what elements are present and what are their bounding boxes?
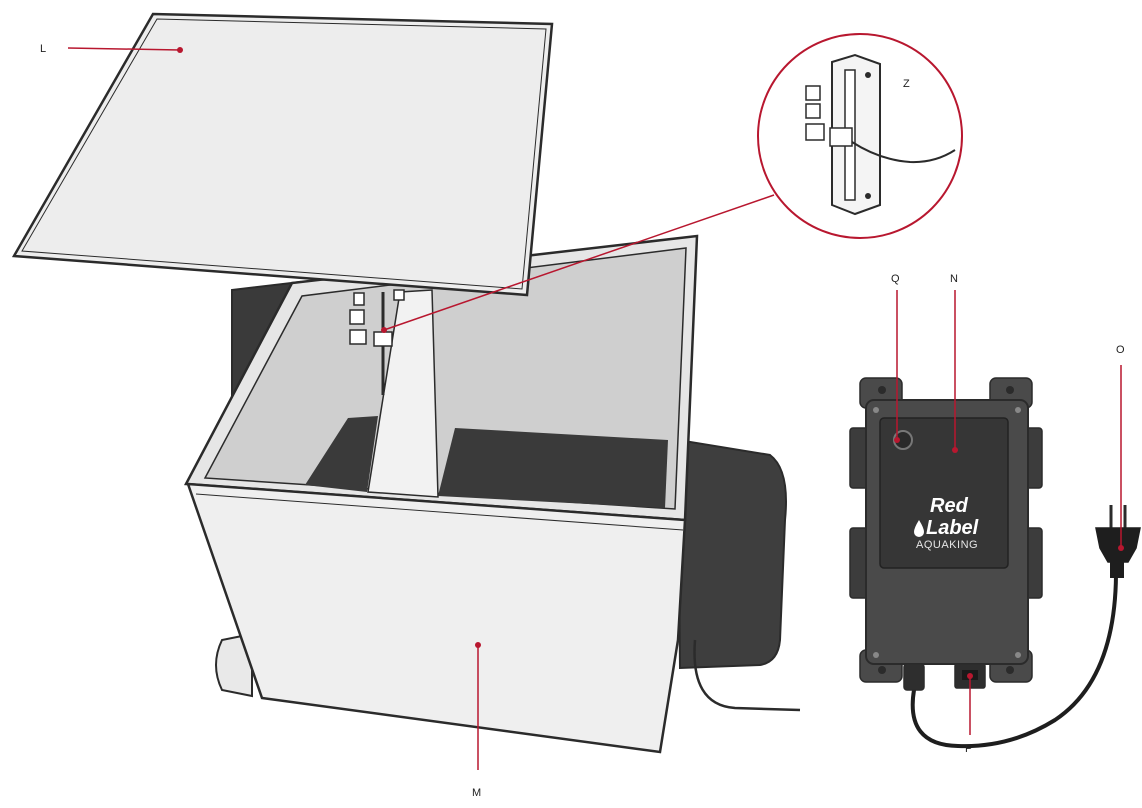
tank-floor-right — [438, 428, 668, 508]
float-switch — [349, 289, 405, 395]
tank-floor-left — [305, 416, 378, 492]
float-switch-detail — [757, 33, 963, 239]
label-detail: Z — [903, 78, 910, 90]
tank-front-face — [186, 482, 687, 754]
label-plug: O — [1116, 344, 1125, 356]
tank-drain-pipe — [215, 632, 253, 698]
lid-inner-edge — [21, 18, 547, 290]
controller-cable — [910, 574, 1118, 749]
tank-lid — [11, 12, 554, 297]
power-plug — [1095, 505, 1141, 578]
filter-tank — [184, 234, 801, 754]
water-drop-icon — [914, 520, 924, 537]
tank-side-housing — [676, 438, 787, 670]
brand-line-3: AQUAKING — [916, 539, 978, 551]
tank-cable — [693, 639, 801, 712]
detail-bracket — [831, 53, 881, 216]
lid-panel — [11, 12, 554, 297]
brand-line-2: Label — [926, 517, 979, 539]
controller-unit: Red Label AQUAKING — [849, 377, 1118, 749]
label-tank: M — [472, 787, 481, 799]
controller-panel — [879, 417, 1009, 569]
labels: L Z Q N O P M — [40, 43, 1125, 799]
callout-line-lid — [67, 47, 181, 51]
callout-line-detail — [383, 194, 775, 331]
plug-head — [1095, 527, 1141, 563]
label-lid: L — [40, 43, 46, 55]
brand-line-1: Red — [930, 495, 969, 517]
cable-gland — [903, 663, 925, 691]
label-socket: P — [965, 743, 972, 755]
label-indicator: Q — [891, 273, 900, 285]
detail-cable — [851, 141, 956, 164]
brand-logo: Red Label AQUAKING — [914, 495, 979, 551]
callouts — [67, 47, 1124, 770]
label-controller: N — [950, 273, 958, 285]
tank-divider — [367, 289, 439, 498]
